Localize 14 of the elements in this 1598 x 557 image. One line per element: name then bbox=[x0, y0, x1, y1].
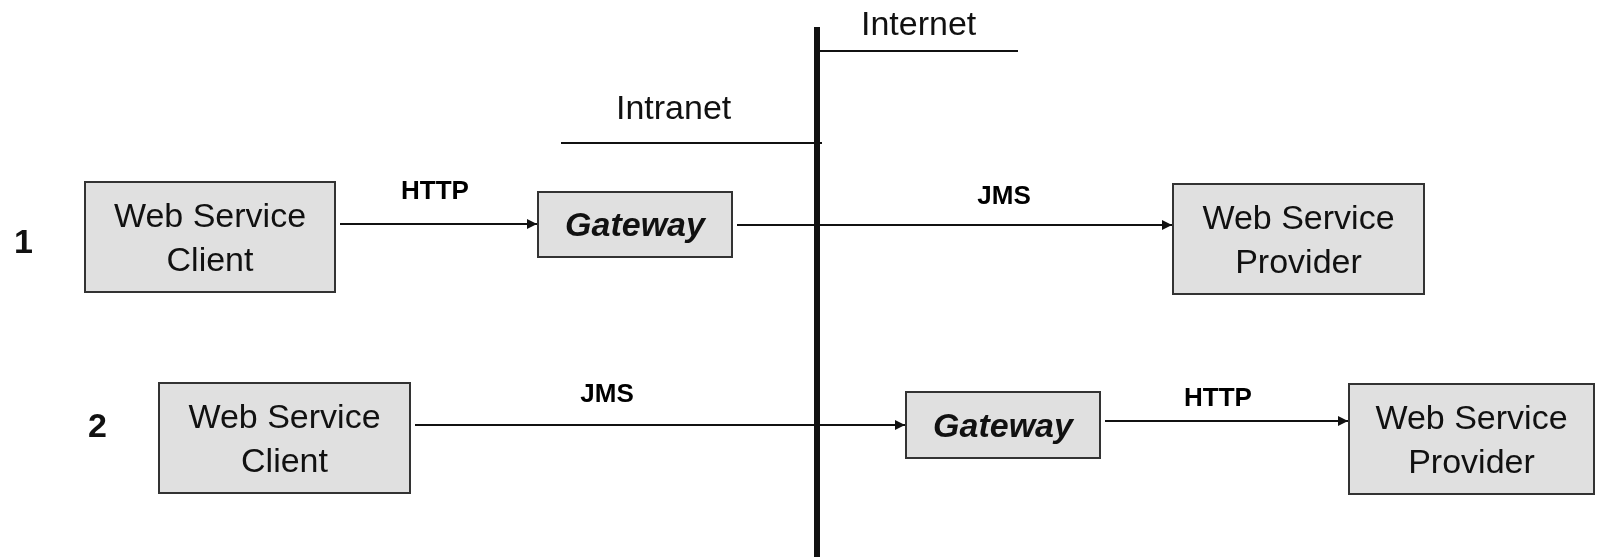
arrow bbox=[1104, 416, 1349, 426]
scenario-number: 2 bbox=[88, 406, 107, 445]
zone-label: Internet bbox=[861, 4, 977, 43]
scenario-number: 1 bbox=[14, 222, 33, 261]
arrow bbox=[339, 219, 538, 229]
service-box: Web Service Provider bbox=[1348, 383, 1595, 495]
gateway-box: Gateway bbox=[537, 191, 733, 258]
service-box: Web Service Client bbox=[158, 382, 411, 494]
arrow bbox=[736, 220, 1173, 230]
gateway-box: Gateway bbox=[905, 391, 1101, 459]
service-box: Web Service Client bbox=[84, 181, 336, 293]
zone-label: Intranet bbox=[616, 88, 732, 127]
arrow bbox=[414, 420, 906, 430]
service-box: Web Service Provider bbox=[1172, 183, 1425, 295]
